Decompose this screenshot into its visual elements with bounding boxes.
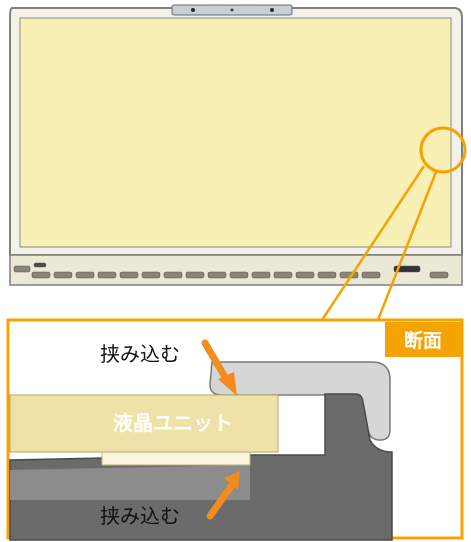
callout-line-right	[376, 171, 438, 321]
webcam-bar	[171, 4, 293, 16]
lcd-unit	[9, 394, 279, 453]
laptop-display	[9, 4, 463, 286]
lcd-unit-label: 液晶ユニット	[113, 411, 233, 435]
front-bezel-cover	[209, 361, 391, 441]
webcam-icon	[191, 8, 195, 12]
lcd-backing-sheet	[101, 450, 251, 466]
arrow-icon	[206, 471, 240, 520]
clamp-label-bottom: 挟み込む	[100, 504, 180, 528]
hinge-strip	[9, 254, 463, 286]
clamp-label-top: 挟み込む	[100, 342, 180, 366]
hinge-vents	[13, 262, 449, 279]
cross-section-panel: 液晶ユニット 挟み込む 挟み込む 断面	[6, 318, 464, 541]
inner-bottom-plate	[10, 465, 250, 500]
cross-section-badge-label: 断面	[404, 329, 442, 352]
callout-line-left	[320, 165, 426, 321]
arrow-icon	[201, 339, 237, 396]
magnify-circle-icon	[419, 126, 467, 174]
lcd-screen	[19, 17, 452, 248]
magnify-callout	[320, 126, 467, 321]
cross-section-badge	[385, 322, 461, 357]
